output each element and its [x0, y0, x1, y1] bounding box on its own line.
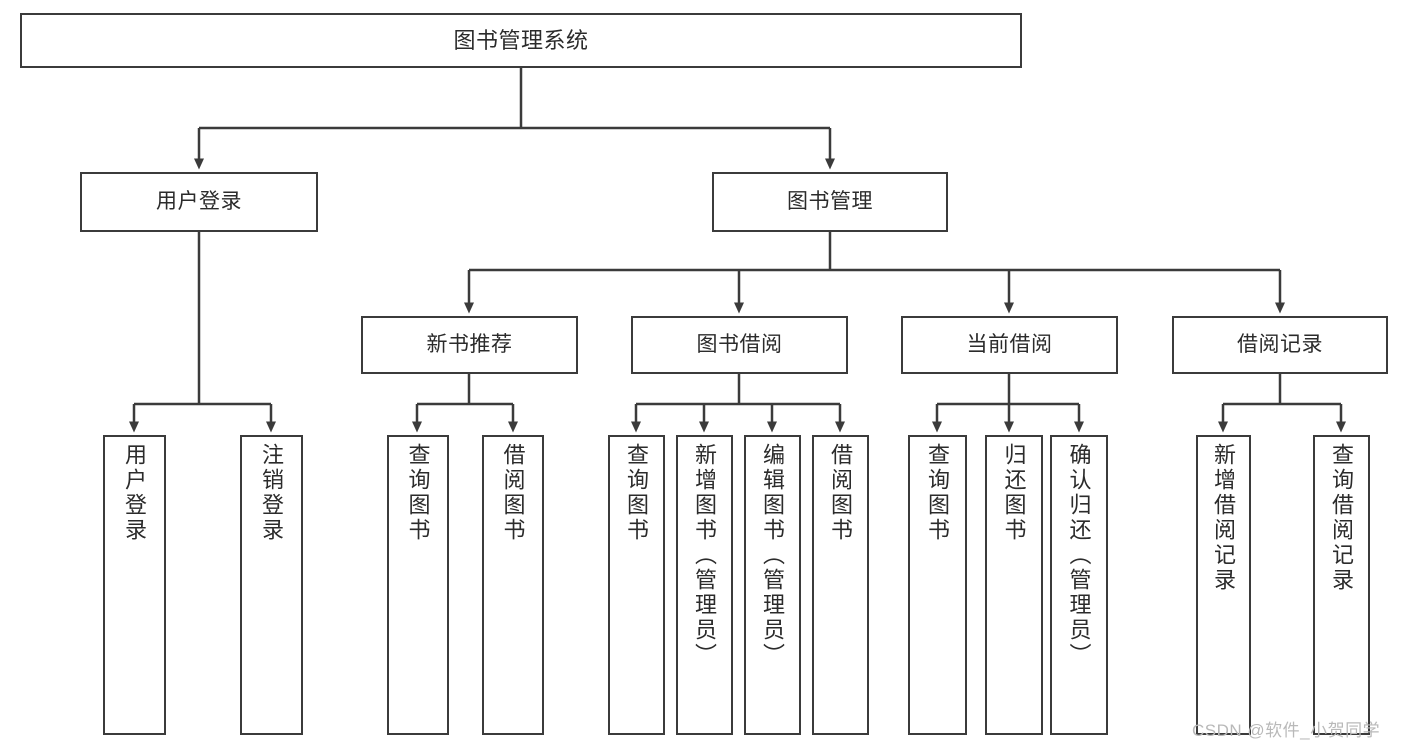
node-label: 借阅图书	[500, 443, 526, 543]
node-label: 图书借阅	[696, 332, 783, 356]
node-label: 编辑图书（管理员）	[760, 443, 786, 668]
node-new-book-recommend[interactable]: 新书推荐	[361, 316, 578, 374]
node-borrow-record[interactable]: 借阅记录	[1172, 316, 1388, 374]
node-label: 归还图书	[1001, 443, 1027, 543]
node-book-borrow[interactable]: 图书借阅	[631, 316, 848, 374]
node-label: 新增图书（管理员）	[692, 443, 718, 668]
leaf-user-login-login[interactable]: 用户登录	[103, 435, 166, 735]
node-label: 图书管理系统	[453, 27, 589, 53]
leaf-borrow-borrow-book[interactable]: 借阅图书	[812, 435, 869, 735]
node-label: 查询图书	[624, 443, 650, 543]
node-label: 新书推荐	[426, 332, 513, 356]
node-root-system[interactable]: 图书管理系统	[20, 13, 1022, 68]
leaf-borrow-query-book[interactable]: 查询图书	[608, 435, 665, 735]
node-label: 用户登录	[156, 189, 242, 213]
leaf-current-query-book[interactable]: 查询图书	[908, 435, 967, 735]
node-label: 注销登录	[259, 443, 285, 543]
leaf-borrow-edit-book[interactable]: 编辑图书（管理员）	[744, 435, 801, 735]
node-label: 借阅记录	[1237, 332, 1323, 356]
node-label: 确认归还（管理员）	[1066, 443, 1092, 668]
leaf-record-query[interactable]: 查询借阅记录	[1313, 435, 1370, 735]
node-label: 查询图书	[925, 443, 951, 543]
node-label: 借阅图书	[828, 443, 854, 543]
leaf-borrow-add-book[interactable]: 新增图书（管理员）	[676, 435, 733, 735]
leaf-record-add[interactable]: 新增借阅记录	[1196, 435, 1251, 735]
node-label: 查询图书	[405, 443, 431, 543]
leaf-current-return-book[interactable]: 归还图书	[985, 435, 1043, 735]
leaf-user-login-logout[interactable]: 注销登录	[240, 435, 303, 735]
node-current-borrow[interactable]: 当前借阅	[901, 316, 1118, 374]
node-label: 用户登录	[122, 443, 148, 543]
node-label: 图书管理	[787, 189, 873, 213]
leaf-new-book-borrow[interactable]: 借阅图书	[482, 435, 544, 735]
node-book-management[interactable]: 图书管理	[712, 172, 948, 232]
node-label: 新增借阅记录	[1211, 443, 1237, 593]
node-user-login[interactable]: 用户登录	[80, 172, 318, 232]
leaf-current-confirm-return[interactable]: 确认归还（管理员）	[1050, 435, 1108, 735]
node-label: 当前借阅	[966, 332, 1053, 356]
leaf-new-book-query[interactable]: 查询图书	[387, 435, 449, 735]
node-label: 查询借阅记录	[1329, 443, 1355, 593]
